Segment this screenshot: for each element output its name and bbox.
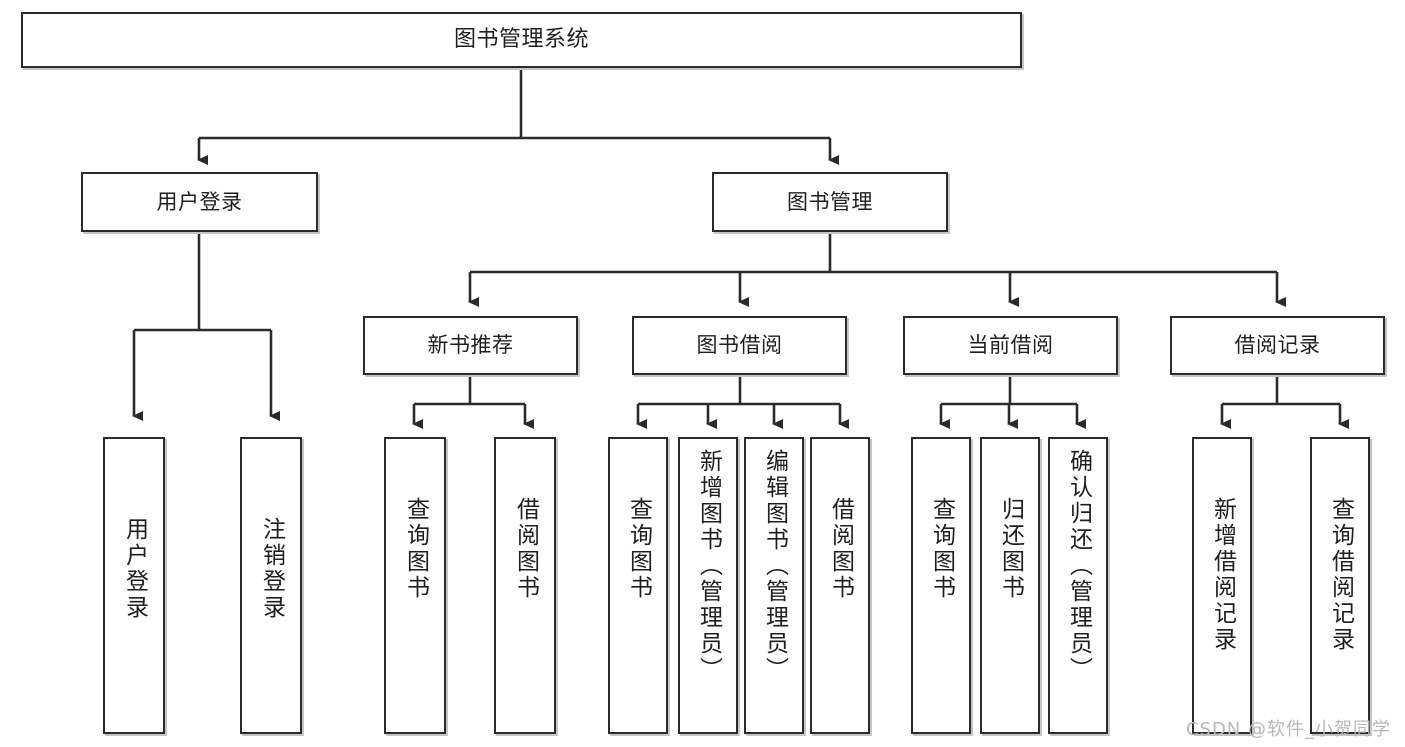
node-label: 归还图书	[997, 497, 1024, 601]
node-label: 图书管理系统	[453, 27, 589, 53]
leaf-add-borrow-record[interactable]: 新增借阅记录	[1192, 437, 1252, 734]
node-label: 查询图书	[625, 497, 652, 601]
leaf-query-book-current[interactable]: 查询图书	[911, 437, 971, 734]
watermark: CSDN @软件_小贺同学	[1185, 719, 1391, 740]
node-user-login[interactable]: 用户登录	[81, 172, 318, 232]
node-label: 借阅图书	[512, 497, 539, 601]
node-new-book-recommend[interactable]: 新书推荐	[363, 316, 578, 375]
node-label: 查询借阅记录	[1327, 497, 1354, 653]
leaf-edit-book[interactable]: 编辑图书（管理员）	[744, 437, 804, 734]
node-book-borrow[interactable]: 图书借阅	[632, 316, 847, 375]
node-current-borrow[interactable]: 当前借阅	[903, 316, 1118, 375]
node-label: 查询图书	[928, 497, 955, 601]
node-label: 新书推荐	[427, 333, 514, 358]
node-label: 图书管理	[787, 189, 873, 214]
leaf-user-login[interactable]: 用户登录	[103, 437, 165, 734]
leaf-add-book[interactable]: 新增图书（管理员）	[678, 437, 738, 734]
node-label: 新增图书（管理员）	[695, 449, 722, 683]
leaf-confirm-return[interactable]: 确认归还（管理员）	[1048, 437, 1108, 734]
node-label: 注销登录	[258, 517, 285, 621]
node-label: 确认归还（管理员）	[1065, 449, 1092, 683]
leaf-return-book[interactable]: 归还图书	[980, 437, 1040, 734]
leaf-query-book-borrow[interactable]: 查询图书	[608, 437, 668, 734]
node-label: 编辑图书（管理员）	[761, 449, 788, 683]
node-label: 查询图书	[402, 497, 429, 601]
leaf-logout-login[interactable]: 注销登录	[240, 437, 302, 734]
node-book-management-system[interactable]: 图书管理系统	[21, 12, 1022, 68]
leaf-borrow-book[interactable]: 借阅图书	[810, 437, 870, 734]
leaf-query-book-recommend[interactable]: 查询图书	[384, 437, 446, 734]
node-borrow-record[interactable]: 借阅记录	[1170, 316, 1385, 375]
node-label: 新增借阅记录	[1209, 497, 1236, 653]
node-label: 借阅图书	[827, 497, 854, 601]
node-label: 图书借阅	[696, 333, 783, 358]
node-label: 用户登录	[121, 517, 148, 621]
node-label: 借阅记录	[1234, 333, 1321, 358]
node-book-management[interactable]: 图书管理	[712, 172, 948, 232]
leaf-query-borrow-record[interactable]: 查询借阅记录	[1310, 437, 1370, 734]
node-label: 当前借阅	[967, 333, 1054, 358]
node-label: 用户登录	[156, 189, 243, 214]
leaf-borrow-book-recommend[interactable]: 借阅图书	[494, 437, 556, 734]
